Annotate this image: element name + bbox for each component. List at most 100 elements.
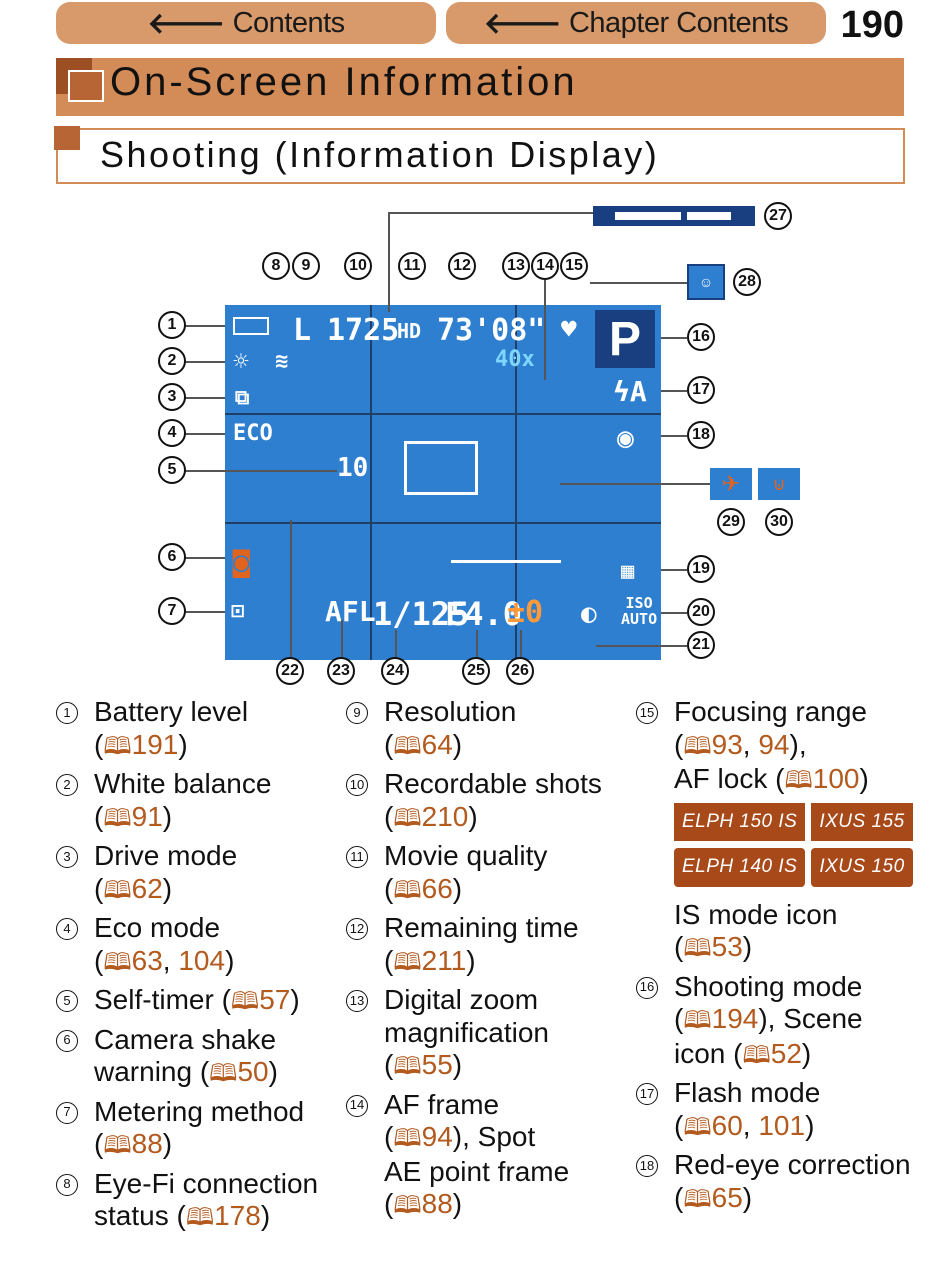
item-label: magnification: [384, 1016, 549, 1048]
grid-line: [370, 305, 372, 660]
heading2-square-icon: [54, 126, 80, 150]
i-contrast-icon: ◐: [581, 599, 597, 629]
eco-mode-icon: ECO: [233, 421, 273, 446]
leader-line: [661, 612, 687, 614]
shooting-mode-icon: P: [595, 310, 655, 368]
item-label: AE point frame: [384, 1155, 570, 1187]
item-label: Metering method: [94, 1095, 305, 1127]
book-icon: 🕮: [784, 767, 813, 794]
chapter-contents-label: Chapter Contents: [568, 6, 789, 39]
leader-line: [388, 212, 390, 312]
page-ref-link[interactable]: 94: [421, 1121, 453, 1152]
page-ref-link[interactable]: 50: [237, 1056, 269, 1087]
callout-number: 28: [733, 268, 761, 296]
section-title: Shooting (Information Display): [100, 134, 660, 175]
item-label: Resolution: [384, 696, 517, 727]
item-label: status (: [94, 1200, 186, 1231]
page-ref-link[interactable]: 101: [758, 1109, 806, 1141]
page-ref-link[interactable]: 194: [711, 1003, 759, 1034]
item-number: 17: [636, 1083, 658, 1105]
page-ref-link[interactable]: 66: [421, 872, 453, 904]
item-label: Battery level: [94, 696, 249, 727]
book-icon: 🕮: [683, 1185, 712, 1213]
camera-shake-icon: ◙: [233, 545, 250, 578]
back-arrow-icon: 🡐: [483, 8, 562, 40]
callout-number: 6: [158, 543, 186, 571]
page-ref-link[interactable]: 178: [214, 1200, 261, 1231]
heading1-bar: [56, 58, 904, 116]
item-label: Shooting mode: [674, 970, 863, 1002]
page-ref-link[interactable]: 55: [421, 1049, 453, 1080]
grid-line: [225, 413, 661, 415]
callout-number: 30: [765, 508, 793, 536]
leader-line: [341, 620, 343, 657]
page-ref-link[interactable]: 88: [421, 1188, 453, 1219]
ae-lock-value: AFL: [325, 595, 376, 628]
item-label: Digital zoom: [384, 984, 539, 1015]
item-label: Camera shake: [94, 1023, 277, 1055]
model-badge: ELPH 150 IS: [674, 802, 806, 841]
shutter-value: 1/125: [373, 595, 470, 633]
page-ref-link[interactable]: 53: [711, 931, 743, 962]
leader-line: [185, 397, 225, 399]
book-icon: 🕮: [683, 1007, 712, 1034]
item-number: 14: [346, 1094, 368, 1117]
item-label: AF frame: [384, 1088, 500, 1120]
callout-number: 4: [158, 419, 186, 447]
page-number: 190: [840, 4, 904, 46]
red-eye-icon: ◉: [617, 421, 634, 454]
page-ref-link[interactable]: 94: [758, 728, 790, 760]
callout-number: 3: [158, 383, 186, 411]
grid-line: [225, 522, 661, 524]
model-badge: IXUS 155: [811, 802, 913, 841]
callout-number: 2: [158, 347, 186, 375]
back-arrow-icon: 🡐: [147, 8, 225, 40]
page-ref-link[interactable]: 100: [812, 763, 860, 794]
leader-line: [596, 645, 687, 647]
page-ref-link[interactable]: 57: [259, 984, 291, 1015]
page-ref-link[interactable]: 88: [131, 1128, 163, 1159]
callout-number: 1: [158, 311, 186, 339]
heading1-square-icon: [68, 70, 104, 102]
item-number: 18: [636, 1155, 658, 1177]
page-ref-link[interactable]: 191: [131, 728, 179, 760]
page-ref-link[interactable]: 65: [711, 1181, 743, 1213]
item-label: IS mode icon: [674, 898, 838, 930]
chapter-contents-button[interactable]: 🡐 Chapter Contents: [446, 2, 826, 44]
item-number: 9: [346, 702, 368, 724]
book-icon: 🕮: [103, 948, 132, 976]
leader-line: [590, 282, 687, 284]
callout-number: 17: [687, 376, 715, 404]
page-ref-link[interactable]: 104: [178, 944, 226, 976]
leader-line: [185, 611, 225, 613]
callout-number: 16: [687, 323, 715, 351]
book-icon: 🕮: [393, 1053, 422, 1080]
page-ref-link[interactable]: 91: [131, 800, 163, 832]
book-icon: 🕮: [103, 1132, 132, 1159]
callout-number: 8: [262, 252, 290, 280]
callout-number: 7: [158, 597, 186, 625]
contents-button[interactable]: 🡐 Contents: [56, 2, 436, 44]
leader-line: [544, 280, 546, 380]
page-ref-link[interactable]: 210: [421, 800, 469, 832]
page-ref-link[interactable]: 93: [711, 728, 743, 760]
item-label: Red-eye correction: [674, 1149, 911, 1180]
zoom-bar: [593, 206, 755, 226]
page-ref-link[interactable]: 60: [711, 1109, 743, 1141]
page-ref-link[interactable]: 64: [421, 728, 453, 760]
page-ref-link[interactable]: 63: [131, 944, 163, 976]
movie-quality-icon: HD: [397, 319, 422, 343]
item-label: Eco mode: [94, 912, 221, 943]
item-label: Remaining time: [384, 912, 579, 943]
page-ref-link[interactable]: 211: [421, 944, 467, 976]
model-badge: IXUS 150: [811, 848, 913, 887]
page-ref-link[interactable]: 52: [770, 1037, 802, 1069]
page-ref-link[interactable]: 62: [131, 872, 163, 904]
is-mode-icon: ⊍: [758, 468, 800, 500]
item-number: 15: [636, 702, 658, 724]
